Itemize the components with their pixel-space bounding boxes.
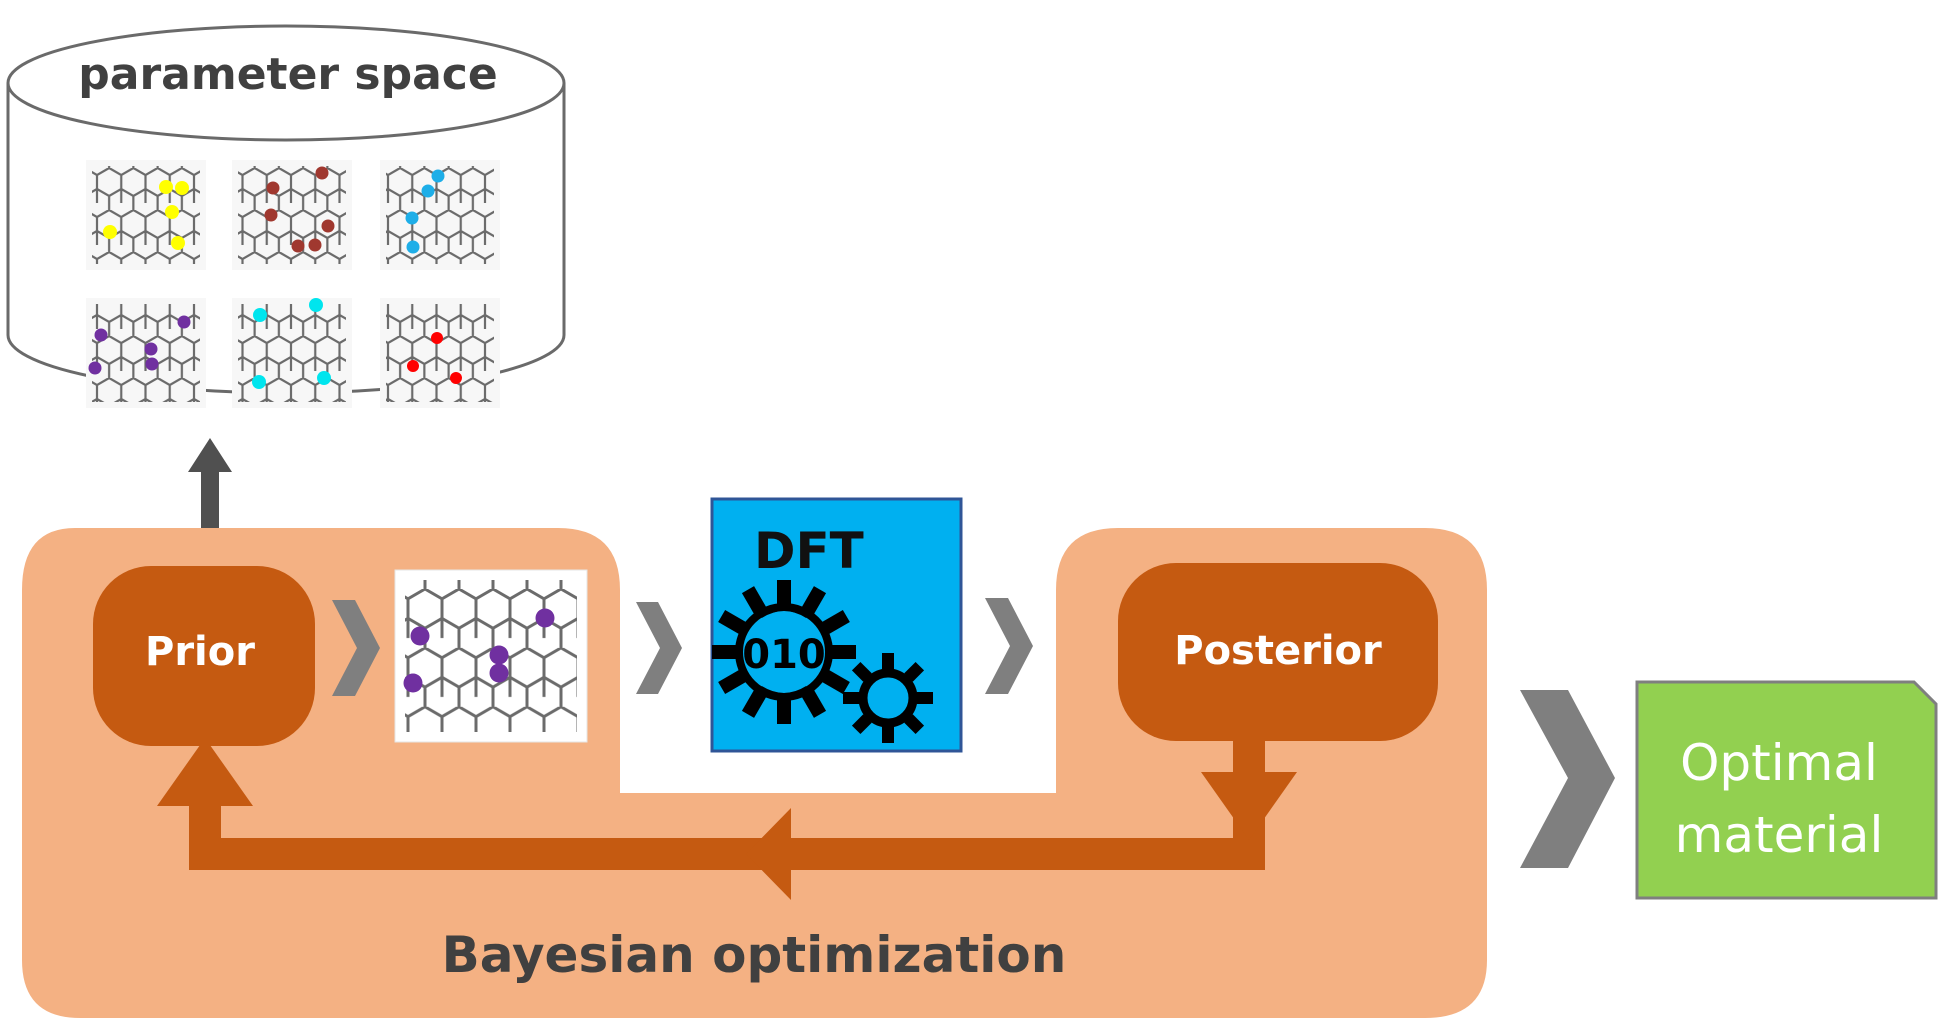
dopant-atom xyxy=(489,645,509,665)
dopant-atom xyxy=(321,219,335,233)
posterior-node: Posterior xyxy=(1118,563,1438,741)
dopant-atom xyxy=(88,361,102,375)
dopant-atom xyxy=(103,225,117,239)
graphene-structure-4 xyxy=(86,298,206,408)
dopant-atom xyxy=(308,238,322,252)
cylinder-top xyxy=(6,24,566,142)
dopant-atom xyxy=(177,315,191,329)
dopant-atom xyxy=(266,181,280,195)
dopant-atom xyxy=(410,626,430,646)
dopant-atom xyxy=(407,360,419,372)
dopant-atom xyxy=(252,375,266,389)
chevron-icon xyxy=(985,598,1033,694)
dopant-atom xyxy=(264,208,278,222)
dopant-atom xyxy=(315,166,329,180)
dopant-atom xyxy=(405,211,419,225)
dopant-atom xyxy=(165,205,179,219)
candidate-structure xyxy=(394,569,588,743)
prior-node: Prior xyxy=(93,566,315,746)
dft-calculation-box: DFT 010 xyxy=(710,497,963,753)
graphene-structure-3 xyxy=(380,160,500,270)
graphene-structure-1 xyxy=(86,160,206,270)
arrow-head-down-from-posterior xyxy=(1201,772,1297,840)
graphene-structure-2 xyxy=(232,160,352,270)
dopant-atom xyxy=(489,663,509,683)
graphene-structure-grid xyxy=(86,160,500,408)
dopant-atom xyxy=(291,239,305,253)
dopant-atom xyxy=(171,236,185,250)
prior-label: Prior xyxy=(145,629,255,675)
arrow-head-left-midline xyxy=(746,808,791,900)
graphene-structure-5 xyxy=(232,298,352,408)
arrow-head-up-to-prior xyxy=(157,738,253,806)
chevron-icon xyxy=(636,602,682,694)
dopant-atom xyxy=(421,184,435,198)
gear-icon: 010 xyxy=(712,580,856,724)
dft-label: DFT xyxy=(754,522,864,580)
dopant-atom xyxy=(145,357,159,371)
graphene-structure-6 xyxy=(380,298,500,408)
output-chevron-icon xyxy=(1520,690,1615,868)
feedback-loop-arrow xyxy=(157,730,1297,900)
posterior-label: Posterior xyxy=(1174,628,1382,674)
parameter-space-label: parameter space xyxy=(78,49,497,100)
dopant-atom xyxy=(406,240,420,254)
dopant-atom xyxy=(431,332,443,344)
dopant-atom xyxy=(450,372,462,384)
chevron-icon xyxy=(332,600,380,696)
dopant-atom xyxy=(535,608,555,628)
dopant-atom xyxy=(159,180,173,194)
binary-digits: 010 xyxy=(742,632,826,678)
dopant-atom xyxy=(317,371,331,385)
dopant-atom xyxy=(94,328,108,342)
dopant-atom xyxy=(403,673,423,693)
small-gear-icon xyxy=(843,653,933,743)
dopant-atom xyxy=(431,169,445,183)
optimal-material-line1: Optimal xyxy=(1680,734,1878,792)
dopant-atom xyxy=(144,342,158,356)
dopant-atom xyxy=(175,181,189,195)
optimal-material-line2: material xyxy=(1675,806,1884,864)
dopant-atom xyxy=(253,308,267,322)
optimal-material-box: Optimal material xyxy=(1635,680,1938,900)
dopant-atom xyxy=(309,298,323,312)
bayesian-optimization-label: Bayesian optimization xyxy=(442,926,1067,984)
